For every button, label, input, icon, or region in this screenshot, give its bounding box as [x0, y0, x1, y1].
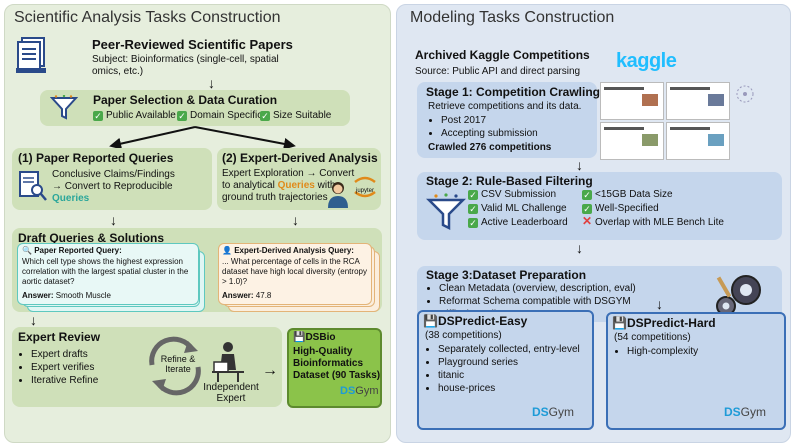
easy-title: 💾DSPredict-Easy [423, 314, 528, 328]
search-icon: 🔍 [22, 246, 32, 255]
draft-heading: Draft Queries & Solutions [18, 231, 165, 245]
filter-funnel-icon [49, 94, 79, 121]
hard-count: (54 competitions) [614, 332, 691, 343]
floppy-disk-icon: 💾 [423, 314, 438, 328]
easy-list: Separately collected, entry-level Playgr… [427, 343, 580, 395]
down-arrow-icon: ↓ [208, 75, 215, 91]
left-panel-title: Scientific Analysis Tasks Construction [14, 9, 281, 26]
independent-expert-label: Independent Expert [203, 382, 259, 404]
papers-heading: Peer-Reviewed Scientific Papers [92, 37, 293, 52]
refine-iterate-label: Refine & Iterate [160, 354, 196, 374]
paper-query-card [17, 243, 199, 305]
paper-query-card-title: 🔍 Paper Reported Query: [22, 246, 122, 255]
expert-query-card [218, 243, 372, 305]
dsbio-dataset-box [287, 328, 382, 408]
stage2-heading: Stage 2: Rule-Based Filtering [426, 174, 593, 188]
floppy-disk-icon: 💾 [293, 332, 306, 343]
dsgym-logo: DSGym [532, 405, 575, 419]
review-heading: Expert Review [18, 330, 101, 344]
flow-arrows [109, 126, 296, 150]
selection-heading: Paper Selection & Data Curation [93, 93, 278, 107]
expert-analysis-heading: (2) Expert-Derived Analysis [222, 151, 378, 165]
review-list: Expert drafts Expert verifies Iterative … [20, 348, 98, 387]
paper-queries-text: Conclusive Claims/Findings → Convert to … [52, 169, 175, 204]
jupyter-logo-icon: jupyter [352, 176, 378, 204]
floppy-disk-icon: 💾 [612, 316, 627, 330]
stage1-heading: Stage 1: Competition Crawling [426, 85, 601, 99]
selection-check-2: ✓Domain Specific [177, 110, 263, 121]
check-icon: ✓ [177, 111, 187, 121]
expert-analysis-text: Expert Exploration → Convert to analytic… [222, 168, 355, 203]
dspredict-hard-box [606, 312, 786, 430]
expert-query-card-title: 👤 Expert-Derived Analysis Query: [222, 246, 354, 255]
paper-search-icon [18, 170, 48, 202]
expert-query-answer: Answer: 47.8 [222, 291, 272, 300]
down-arrow-icon: ↓ [110, 212, 117, 228]
paper-query-answer: Answer: Smooth Muscle [22, 291, 111, 300]
filter-funnel-icon [425, 192, 467, 232]
easy-count: (38 competitions) [425, 330, 502, 341]
stage1-result: Crawled 276 competitions [428, 142, 552, 153]
selection-check-3: ✓Size Suitable [260, 110, 332, 121]
papers-subject: Subject: Bioinformatics (single-cell, sp… [92, 54, 279, 77]
stage1-desc: Retrieve competitions and its data. [428, 101, 582, 112]
check-icon: ✓ [468, 218, 478, 228]
expert-review-box [12, 327, 282, 407]
check-icon: ✓ [468, 204, 478, 214]
dsgym-logo: DSGym [724, 405, 767, 419]
down-arrow-icon: ↓ [292, 212, 299, 228]
person-icon: 👤 [222, 246, 232, 255]
check-icon: ✓ [582, 204, 592, 214]
gears-icon [712, 268, 768, 320]
check-icon: ✓ [260, 111, 270, 121]
dsbio-description: High-Quality Bioinformatics Dataset (90 … [293, 346, 381, 381]
kaggle-heading: Archived Kaggle Competitions [415, 48, 590, 62]
down-arrow-icon: ↓ [576, 240, 583, 256]
network-graph-icon [730, 82, 760, 106]
hard-title: 💾DSPredict-Hard [612, 316, 716, 330]
paper-queries-heading: (1) Paper Reported Queries [18, 151, 174, 165]
stage1-list: Post 2017 Accepting submission [430, 114, 538, 140]
dspredict-easy-box [417, 310, 594, 430]
expert-analysis-box [217, 148, 381, 210]
document-icon [14, 36, 50, 76]
dsgym-logo: DSGym [340, 385, 379, 397]
expert-avatar-icon [326, 180, 350, 208]
cross-icon: ✕ [582, 214, 593, 228]
paper-query-text: Which cell type shows the highest expres… [22, 257, 189, 286]
kaggle-source: Source: Public API and direct parsing [415, 66, 581, 77]
expert-query-text: ... What percentage of cells in the RCA … [222, 257, 367, 286]
down-arrow-icon: ↓ [576, 157, 583, 173]
stage3-heading: Stage 3:Dataset Preparation [426, 268, 587, 282]
dsbio-title: 💾DSBio [293, 332, 336, 343]
check-icon: ✓ [93, 111, 103, 121]
expert-at-desk-icon [210, 340, 246, 382]
check-icon: ✓ [468, 190, 478, 200]
selection-check-1: ✓Public Available [93, 110, 176, 121]
check-icon: ✓ [582, 190, 592, 200]
kaggle-logo: kaggle [616, 50, 677, 72]
stage1-box [417, 82, 597, 158]
right-arrow-icon: → [262, 362, 278, 379]
right-panel-title: Modeling Tasks Construction [410, 9, 615, 26]
hard-list: High-complexity [616, 345, 698, 358]
refine-cycle-icon [140, 335, 210, 397]
stage2-checks-left: ✓CSV Submission ✓Valid ML Challenge ✓Act… [468, 189, 568, 228]
selection-box [40, 90, 350, 126]
down-arrow-icon: ↓ [656, 296, 663, 312]
down-arrow-icon: ↓ [30, 312, 37, 328]
stage2-checks-right: ✓<15GB Data Size ✓Well-Specified ✕Overla… [582, 189, 724, 228]
kaggle-screenshots-collage [600, 82, 730, 160]
